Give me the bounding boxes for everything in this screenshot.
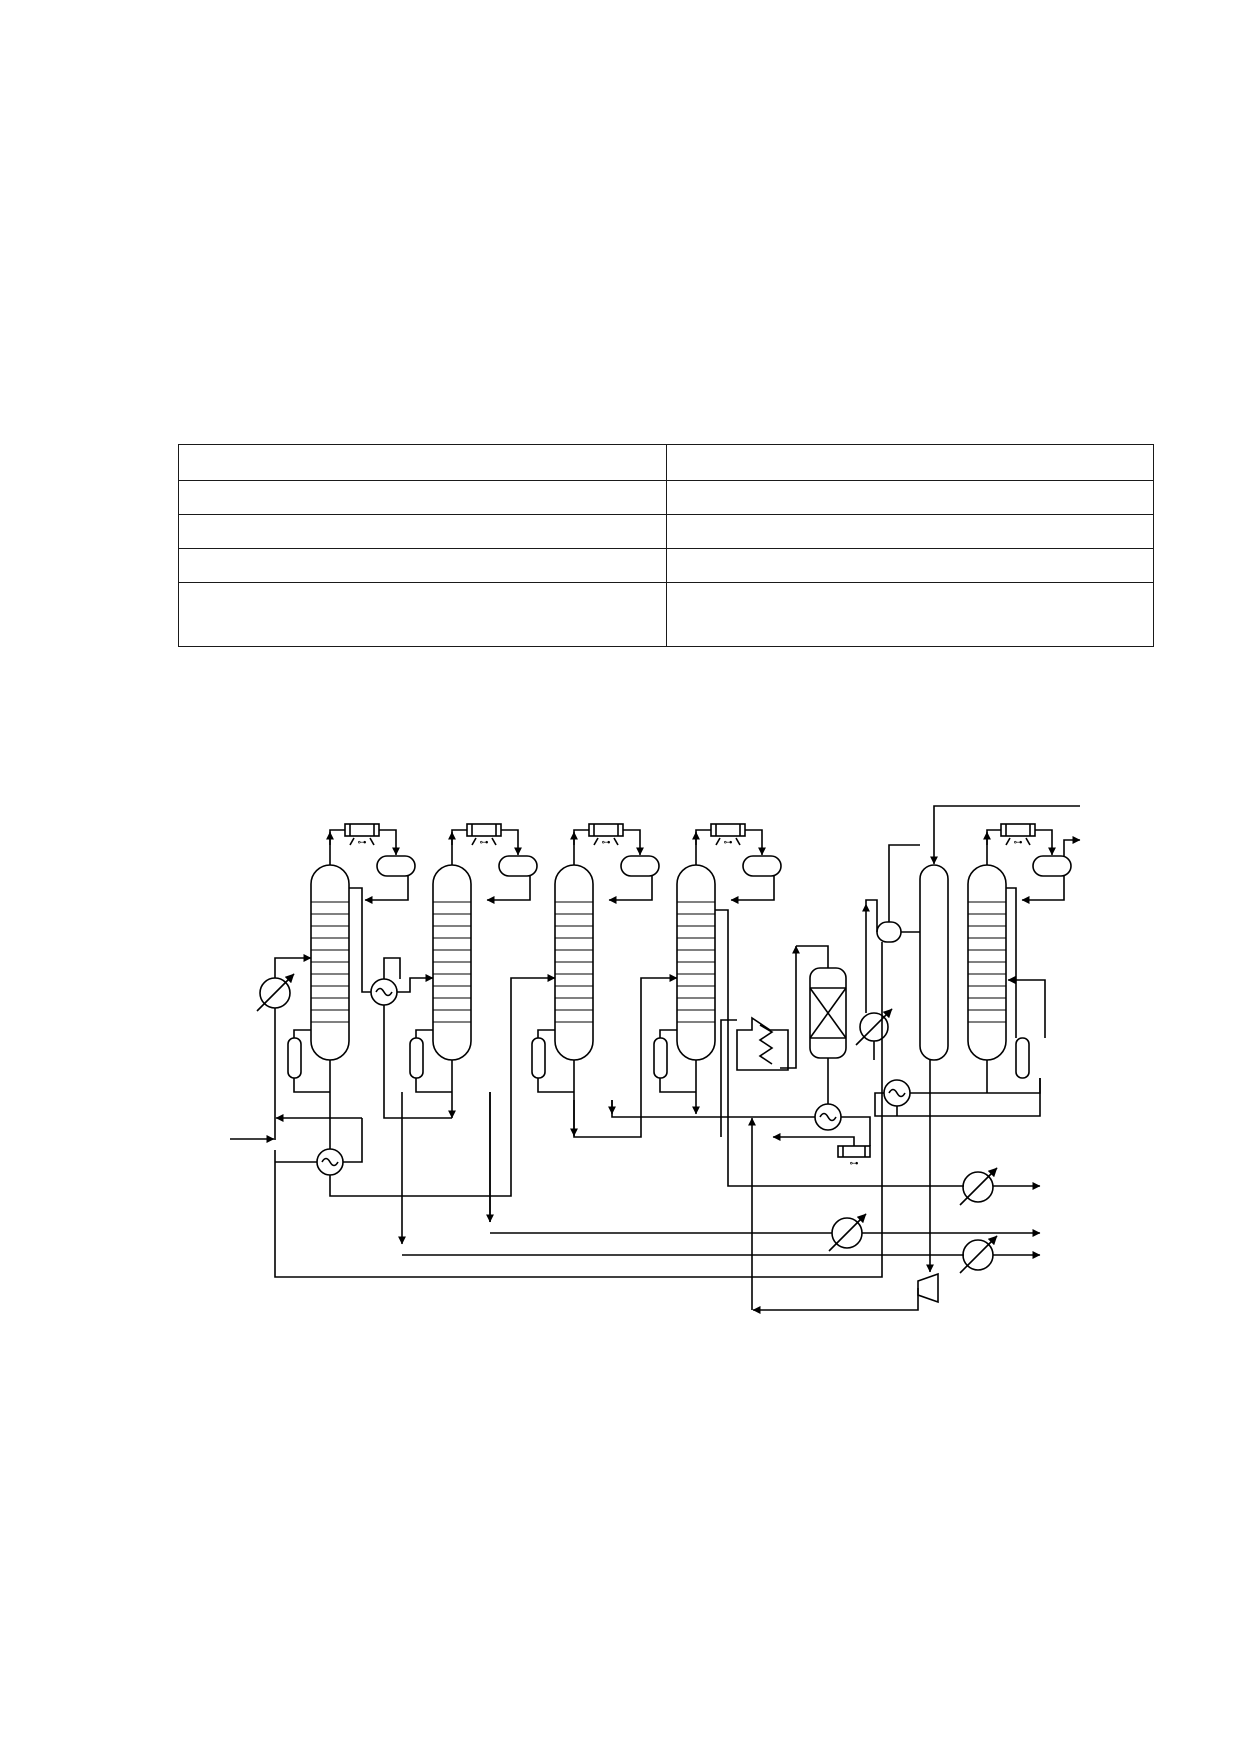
air-cooler-reactor: ⊶: [837, 1145, 871, 1169]
reflux-drum-icon: [620, 855, 660, 877]
reboiler-icon: [653, 1037, 668, 1079]
table-cell: [178, 548, 667, 583]
table-row: [178, 514, 1154, 549]
column-1: [310, 864, 350, 1061]
piping: [230, 805, 1081, 1314]
compressor-icon: [917, 1272, 939, 1304]
svg-text:⊶: ⊶: [480, 838, 489, 848]
svg-text:⊶: ⊶: [850, 1159, 859, 1169]
blank-table: [178, 444, 1154, 647]
table-row: [178, 582, 1154, 647]
svg-text:⊶: ⊶: [724, 838, 733, 848]
table-cell: [666, 582, 1154, 647]
table-cell: [178, 582, 667, 647]
svg-text:⊶: ⊶: [358, 838, 367, 848]
fired-heater: [736, 1016, 789, 1071]
reflux-drum-icon: [498, 855, 538, 877]
reflux-drum-icon: [376, 855, 416, 877]
cooler-2: [828, 1213, 867, 1252]
reboiler-icon: [409, 1037, 424, 1079]
table-cell: [178, 480, 667, 515]
column-2: [432, 864, 472, 1061]
column-3: [554, 864, 594, 1061]
reboiler-icon: [531, 1037, 546, 1079]
cooler-3: [959, 1235, 998, 1274]
reflux-drum-icon: [1032, 855, 1072, 877]
svg-text:⊶: ⊶: [602, 838, 611, 848]
table-cell: [666, 514, 1154, 549]
air-cooler-6: ⊶: [1000, 823, 1036, 848]
reflux-drum-icon: [876, 921, 902, 943]
heat-exchanger-1: [370, 978, 398, 1006]
column-4: [676, 864, 716, 1061]
reflux-drum-icon: [742, 855, 782, 877]
table-row: [178, 548, 1154, 583]
heater-1: [256, 973, 295, 1012]
cooler-1: [959, 1167, 998, 1206]
air-cooler-4: ⊶: [710, 823, 746, 848]
fired-heater-icon: [736, 1016, 789, 1071]
svg-text:⊶: ⊶: [1014, 838, 1023, 848]
heat-exchanger-2: [316, 1148, 344, 1176]
reactor: [809, 967, 847, 1059]
air-cooler-3: ⊶: [588, 823, 624, 848]
reboiler-icon: [287, 1037, 302, 1079]
heat-exchanger-3: [814, 1103, 842, 1131]
air-cooler-2: ⊶: [466, 823, 502, 848]
heat-exchanger-4: [883, 1079, 911, 1107]
reboiler-icon: [1015, 1037, 1030, 1079]
column-6: [967, 864, 1007, 1061]
heater-2: [855, 1008, 893, 1046]
tall-vessel-icon: [919, 864, 949, 1061]
air-cooler-1: ⊶: [344, 823, 380, 848]
